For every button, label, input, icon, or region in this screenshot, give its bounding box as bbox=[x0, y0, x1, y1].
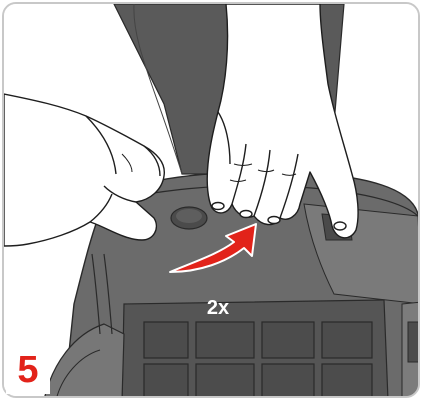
illustration bbox=[4, 4, 420, 398]
step-number: 5 bbox=[6, 346, 50, 394]
seat-grille bbox=[122, 300, 388, 398]
repeat-count-label: 2x bbox=[196, 296, 240, 320]
instruction-frame bbox=[2, 2, 420, 398]
